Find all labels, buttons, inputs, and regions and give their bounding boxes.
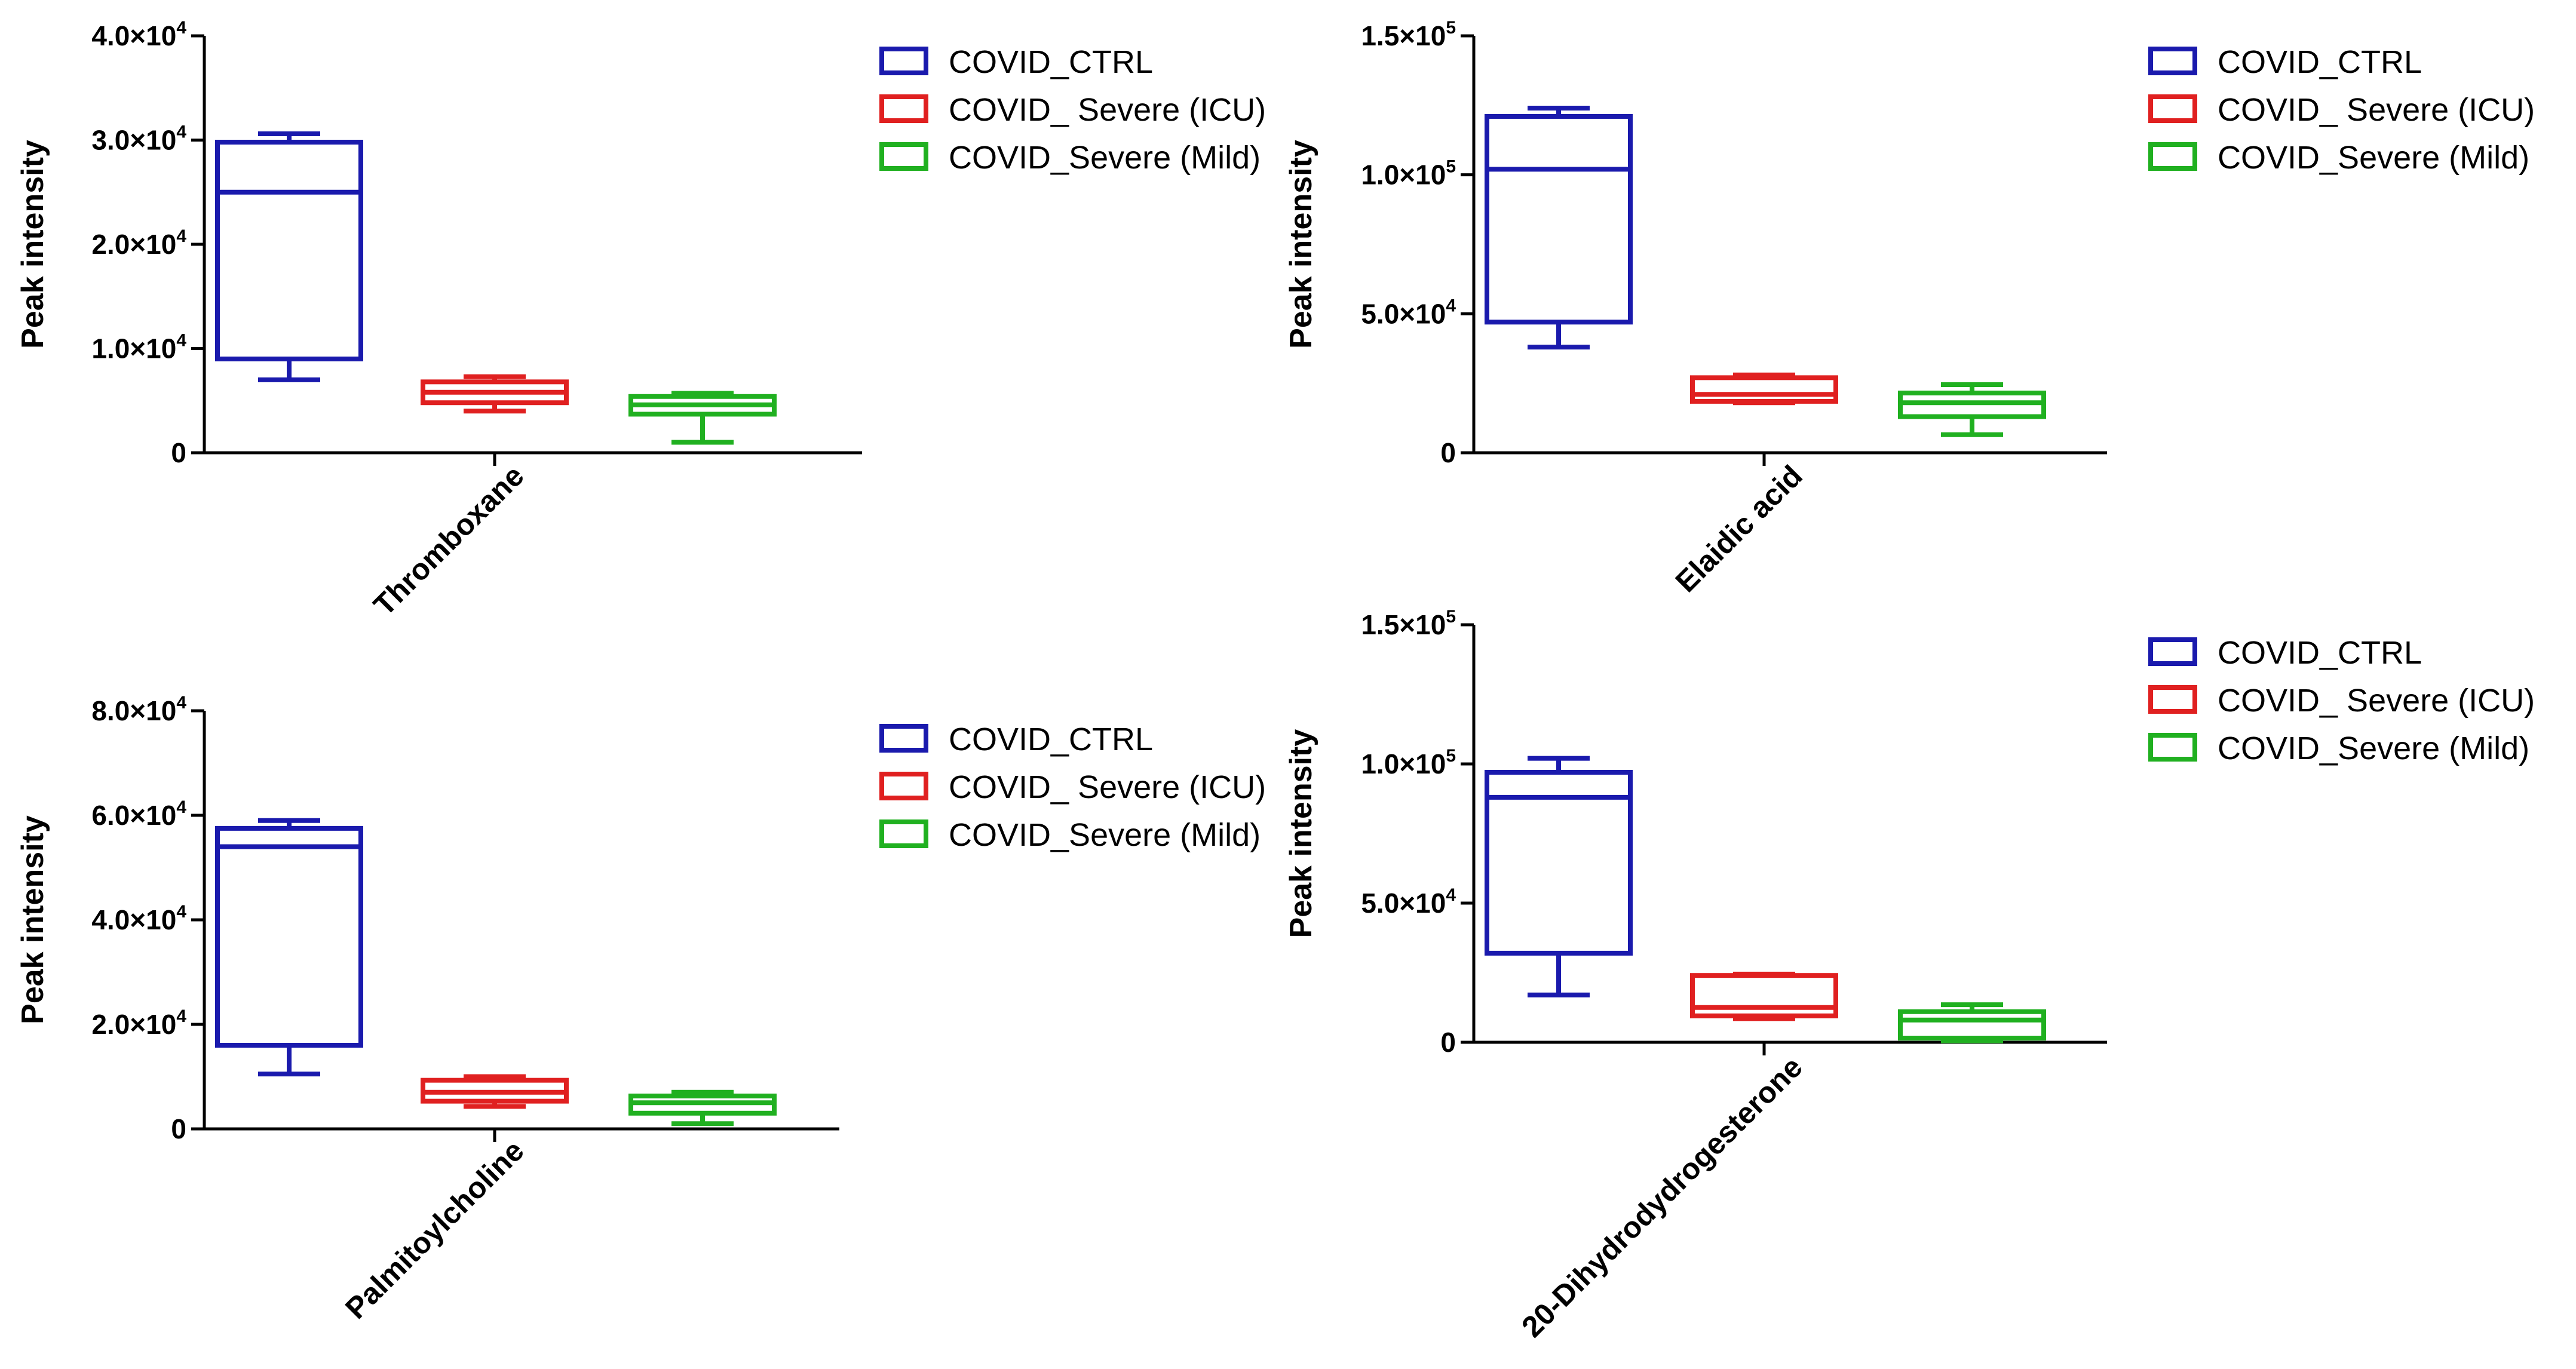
legend: COVID_CTRL COVID_ Severe (ICU) COVID_Sever… [2148,635,2535,766]
y-tick-label: 0 [1440,1027,1456,1058]
legend-swatch-covid-severe-mild [879,819,928,848]
y-tick-label: 2.0×104 [91,1006,186,1040]
legend-swatch-covid-severe-icu [2148,94,2197,123]
legend-label-covid-severe-icu: COVID_ Severe (ICU) [2218,683,2535,719]
legend-swatch-covid-ctrl [879,47,928,75]
legend: COVID_CTRL COVID_ Severe (ICU) COVID_Sever… [879,44,1266,176]
y-tick-label: 0 [1440,437,1456,468]
y-tick-label: 4.0×104 [91,902,186,935]
y-tick-label: 8.0×104 [91,693,186,726]
x-category-label: Thromboxane [367,459,530,622]
box-iqr [1485,769,1633,956]
legend-swatch-covid-severe-icu [2148,685,2197,714]
y-tick-label: 3.0×104 [91,122,186,156]
legend-label-covid-severe-mild: COVID_Severe (Mild) [2218,140,2529,176]
legend-label-covid-ctrl: COVID_CTRL [2218,44,2422,80]
y-tick-label: 1.5×105 [1361,607,1456,640]
legend-swatch-covid-severe-icu [879,94,928,123]
x-category-label: Palmitoylcholine [339,1134,530,1325]
box-covid-severe-mild [628,1089,777,1126]
box-covid-severe-mild [628,391,777,445]
box-covid-ctrl [215,818,363,1077]
legend-label-covid-severe-icu: COVID_ Severe (ICU) [949,92,1266,128]
y-axis-label: Peak intensity [16,815,50,1024]
x-category-label: 20-Dihydrodydrogesterone [1515,1050,1808,1343]
legend-label-covid-ctrl: COVID_CTRL [949,44,1153,80]
box-covid-severe-icu [1690,971,1838,1021]
legend: COVID_CTRL COVID_ Severe (ICU) COVID_Sever… [2148,44,2535,176]
legend-swatch-covid-severe-mild [879,142,928,171]
legend-label-covid-severe-icu: COVID_ Severe (ICU) [2218,92,2535,128]
y-tick-label: 5.0×104 [1361,296,1456,329]
y-axis-label: Peak intensity [1284,140,1318,349]
box-covid-ctrl [215,131,363,382]
y-axis-label: Peak intensity [16,140,50,349]
legend-swatch-covid-severe-icu [879,772,928,800]
y-tick-label: 4.0×104 [91,18,186,51]
box-iqr [215,825,363,1048]
box-iqr [215,139,363,361]
legend-label-covid-ctrl: COVID_CTRL [2218,635,2422,671]
box-iqr [1485,113,1633,325]
box-covid-severe-icu [421,1074,569,1109]
legend-label-covid-severe-mild: COVID_Severe (Mild) [949,817,1261,853]
y-tick-label: 0 [171,1113,186,1144]
legend-swatch-covid-ctrl [879,724,928,753]
legend-label-covid-severe-mild: COVID_Severe (Mild) [949,140,1261,176]
box-covid-severe-icu [1690,372,1838,406]
y-tick-label: 5.0×104 [1361,885,1456,919]
legend-swatch-covid-severe-mild [2148,142,2197,171]
legend-label-covid-severe-icu: COVID_ Severe (ICU) [949,769,1266,805]
legend-swatch-covid-ctrl [2148,637,2197,666]
y-tick-label: 6.0×104 [91,797,186,831]
y-axis-label: Peak intensity [1284,729,1318,938]
legend-swatch-covid-ctrl [2148,47,2197,75]
y-tick-label: 1.0×104 [91,331,186,364]
y-tick-label: 1.0×105 [1361,157,1456,191]
x-category-label: Elaidic acid [1669,459,1809,598]
box-iqr [1690,375,1838,404]
legend-label-covid-severe-mild: COVID_Severe (Mild) [2218,730,2529,766]
box-covid-severe-icu [421,374,569,414]
y-tick-label: 0 [171,437,186,468]
legend-swatch-covid-severe-mild [2148,733,2197,762]
box-covid-severe-mild [1898,382,2046,437]
box-iqr [1898,1009,2046,1041]
legend: COVID_CTRL COVID_ Severe (ICU) COVID_Sever… [879,722,1266,853]
box-covid-ctrl [1485,756,1633,997]
box-covid-severe-mild [1898,1002,2046,1043]
y-tick-label: 1.0×105 [1361,746,1456,779]
y-tick-label: 2.0×104 [91,226,186,260]
box-covid-ctrl [1485,105,1633,350]
y-tick-label: 1.5×105 [1361,18,1456,51]
legend-label-covid-ctrl: COVID_CTRL [949,722,1153,757]
box-iqr [1690,973,1838,1018]
